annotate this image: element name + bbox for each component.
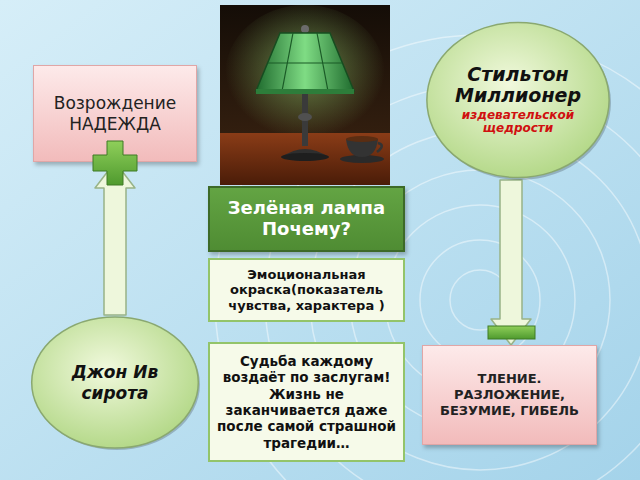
lamp-knob xyxy=(298,113,312,121)
node-text: Возрождение НАДЕЖДА xyxy=(43,93,187,134)
node-text: Жизнь не заканчивается даже после самой … xyxy=(216,386,397,452)
node-content: Судьба каждому воздаёт по заслугам!Жизнь… xyxy=(216,353,397,452)
fate-box: ТЛЕНИЕ. РАЗЛОЖЕНИЕ, БЕЗУМИЕ, ГИБЕЛЬ xyxy=(422,345,597,445)
minus-sign xyxy=(488,326,535,339)
hope-box: Возрождение НАДЕЖДА xyxy=(33,65,197,162)
block-arrow xyxy=(491,180,531,345)
plus-sign xyxy=(93,141,137,185)
node-text: Эмоциональная окраска(показатель чувства… xyxy=(215,267,398,314)
lamp-base-foot xyxy=(281,153,329,161)
node-content: Возрождение НАДЕЖДА xyxy=(43,93,187,134)
note-box: Эмоциональная окраска(показатель чувства… xyxy=(208,258,405,322)
node-content: ТЛЕНИЕ. РАЗЛОЖЕНИЕ, БЕЗУМИЕ, ГИБЕЛЬ xyxy=(432,371,587,420)
node-content: Эмоциональная окраска(показатель чувства… xyxy=(215,267,398,314)
node-content: Джон Ив сирота xyxy=(54,362,176,403)
lamp-shade xyxy=(256,33,354,91)
shade-rim xyxy=(256,89,354,94)
lamp-glow xyxy=(225,5,385,145)
wall xyxy=(220,5,390,185)
shade-ribs xyxy=(268,33,342,91)
lamp-picture xyxy=(220,5,390,185)
shade-rib xyxy=(268,62,342,63)
shade-rib xyxy=(317,33,328,91)
node-text: ТЛЕНИЕ. РАЗЛОЖЕНИЕ, БЕЗУМИЕ, ГИБЕЛЬ xyxy=(432,371,587,420)
node-text: Джон Ив сирота xyxy=(54,362,176,403)
lamp-finial xyxy=(301,25,309,33)
shade-rib xyxy=(282,33,293,91)
block-arrow xyxy=(95,162,135,315)
note-box: Судьба каждому воздаёт по заслугам!Жизнь… xyxy=(208,342,405,462)
node-content: Стильтон Миллионер издевательской щедрост… xyxy=(451,64,585,136)
title-box: Зелёная лампа Почему? xyxy=(208,186,405,252)
cup-handle xyxy=(377,143,382,152)
node-text: Стильтон Миллионер xyxy=(451,64,585,106)
node-text: Зелёная лампа Почему? xyxy=(215,198,398,239)
node-text: издевательской щедрости xyxy=(451,109,585,137)
node-content: Зелёная лампа Почему? xyxy=(215,198,398,239)
cup-tea xyxy=(346,136,378,142)
character-ellipse: Джон Ив сирота xyxy=(30,315,200,450)
ellipse-fill xyxy=(427,22,609,177)
character-ellipse: Стильтон Миллионер издевательской щедрост… xyxy=(425,20,611,180)
node-text: Судьба каждому воздаёт по заслугам! xyxy=(216,353,397,386)
ellipse-fill xyxy=(32,317,199,448)
